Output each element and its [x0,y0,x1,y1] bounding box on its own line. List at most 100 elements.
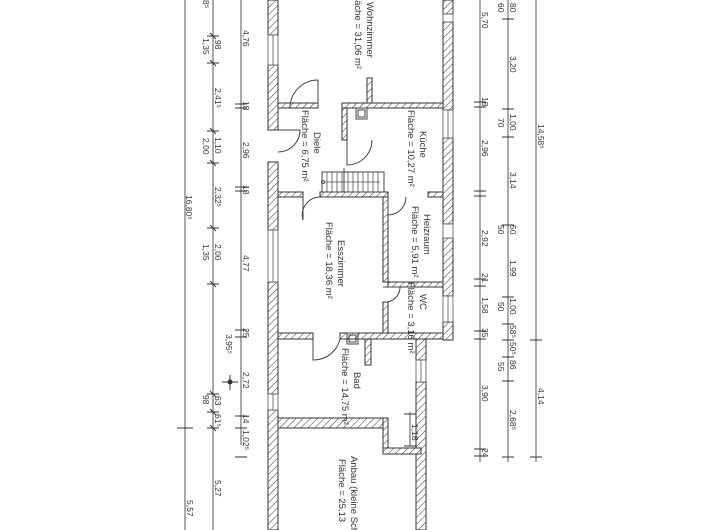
chimney-inner [348,334,357,343]
wall-outer-right [442,0,454,15]
dim-wall-small-2: 25 [241,328,251,338]
room-name-anbau: Anbau (kleine Sch [348,456,359,530]
wall-outer-left [267,0,279,36]
stairs [321,168,385,193]
dim-opening-13: 2,68⁵ [508,410,518,430]
room-area-heizraum: Fläche = 5,91 m² [409,206,420,278]
dim-chain-inner-2: 1,10 [213,137,223,154]
room-name-wohnzimmer: Wohnzimmer [364,2,375,58]
left-dimension-lines: 16,80⁵ 5,57 8⁵ 1,35 2,00 1,35 3,95⁵ 98 5… [177,0,251,530]
chimney-inner [357,109,366,118]
room-area-bad: Fläche = 14,75 m² [339,348,350,425]
dim-chain-outer-4: 3,95⁵ [224,334,234,354]
wall-heiz-wc [387,281,444,288]
dim-opening-5: 50 [496,225,506,235]
dim-wall-4: 1,02⁵ [241,430,251,450]
room-labels: Wohnzimmer läche = 31,06 m² Diele Fläche… [299,0,432,530]
wall-outer-left [267,409,279,530]
door-entrance [277,129,301,153]
dim-chain-outer-3: 1,35 [201,244,211,261]
dim-room-0: 5,70 [480,12,490,29]
wall-ess-wc [382,301,389,335]
door-wohnzimmer [289,79,319,109]
window [442,223,454,239]
dim-room-3: 1,58 [480,297,490,314]
walls [267,0,454,530]
dim-chain-inner-6: 61⁵ [213,414,223,427]
dim-right-small-3: 24 [480,448,490,458]
dim-chain-outer-2: 2,00 [201,138,211,155]
dim-chain-inner-0: 98 [213,40,223,50]
dim-right-small-1: 21 [480,273,490,283]
right-dimension-lines: 5,70 2,96 2,92 1,58 3,90 18 21 35 24 80 … [474,0,546,462]
room-area-wohnzimmer: läche = 31,06 m² [352,0,363,69]
dim-wall-3: 2,72 [241,372,251,389]
room-name-heizraum: Heizraum [421,214,432,255]
dim-chain-outer-6: 5,27 [213,480,223,497]
room-area-diele: Fläche = 6,75 m² [299,110,310,182]
dim-right-small-0: 18 [480,97,490,107]
wall-wohn-diele [277,102,319,109]
wall-ess-bad [339,332,444,340]
dim-room-1: 2,96 [480,140,490,157]
dim-ticks-walls [235,103,247,458]
dim-opening-10: 50⁵ [508,342,518,355]
room-name-bad: Bad [351,372,362,389]
dim-chain-inner-3: 2,32⁵ [213,187,223,207]
doors [277,79,407,361]
dim-wall-small-0: 18 [241,101,251,111]
room-name-wc: WC [417,294,428,310]
chimney [355,107,368,120]
dim-chain-outer-1: 1,35 [201,38,211,55]
dim-wall-0: 4,76 [241,30,251,47]
wall-outer-right [442,237,454,297]
dim-wall-2: 4,77 [241,255,251,272]
dim-opening-6: 1,99 [508,260,518,277]
door-bad [312,338,341,361]
dim-ticks-chain [207,32,219,432]
dim-opening-7: 1,00 [508,298,518,315]
wall-wohn-kueche [341,102,444,109]
dim-wall-small-3: 14 [241,414,251,424]
wall-outer-right [442,137,454,225]
room-area-kueche: Fläche = 10,27 m² [405,110,416,187]
wall-bad-anbau [277,417,389,429]
dim-chain-inner-5: 63 [213,396,223,406]
wall-kueche-heiz [427,191,444,198]
wall-outer-left [267,64,279,131]
wall-ess-heiz [382,196,389,283]
room-area-anbau: Fläche = 25,13 [336,459,347,522]
wall-wohn-stub [366,77,373,104]
dim-wall-1: 2,96 [241,142,251,159]
window [442,13,454,23]
wall-bad-stub [364,338,372,366]
dim-room-2: 2,92 [480,230,490,247]
dim-ticks-right [474,18,542,458]
dim-segment-right: 4,14 [536,388,546,405]
dim-chain-inner-1: 2,41⁵ [213,88,223,108]
dim-opening-3: 3,14 [508,172,518,189]
wall-outer-right [442,21,454,111]
wall-outer-left [267,281,279,395]
room-name-diele: Diele [311,132,322,154]
dim-opening-top-1: 60 [496,3,506,13]
dim-opening-top-0: 80 [508,3,518,13]
crosshair-marker [222,375,238,390]
chimney [346,332,359,345]
room-name-esszimmer: Esszimmer [335,240,346,287]
dim-wall-small-1: 18 [241,185,251,195]
wall-diele-kueche [341,107,348,141]
wall-outer-right [442,321,454,341]
wall-outer-right-bad [415,337,427,361]
door-kueche [346,139,373,166]
wall-ess-bad [277,332,314,340]
dim-outer-segment: 5,57 [185,500,195,517]
dim-chain-outer-0: 8⁵ [201,0,211,8]
wall-bad-anbau-step [382,447,422,455]
room-area-wc: Fläche = 3,16 m² [405,282,416,354]
room-area-esszimmer: Fläche = 18,36 m² [323,222,334,299]
dim-total-right: 14,58⁵ [536,124,546,149]
dim-opening-11: 86 [508,360,518,370]
dim-chain-outer-5: 98 [201,395,211,405]
